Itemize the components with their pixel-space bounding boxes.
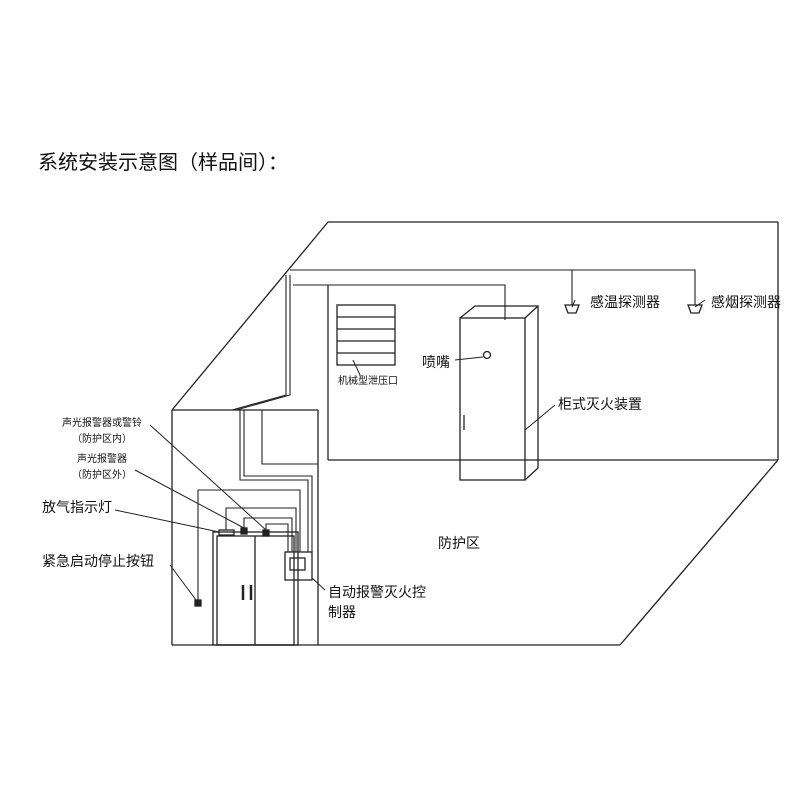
alarm-outside-label: 声光报警器 （防护区外） — [72, 452, 132, 484]
alarm-outside-label-1: 声光报警器 — [77, 454, 127, 465]
nozzle-label: 喷嘴 — [422, 355, 450, 371]
heat-detector-icon — [564, 304, 580, 314]
alarm-outside-label-2: （防护区外） — [72, 470, 132, 481]
pressure-relief-vent — [336, 304, 396, 366]
nozzle-icon — [482, 350, 492, 360]
controller-label-1: 自动报警灭火控 — [328, 585, 426, 601]
alarm-inside-label-1: 声光报警器或警铃 — [62, 418, 142, 429]
door — [212, 531, 299, 646]
emergency-button-label: 紧急启动停止按钮 — [42, 554, 154, 570]
heat-detector-label: 感温探测器 — [590, 295, 660, 311]
cabinet-label: 柜式灭火装置 — [558, 397, 642, 413]
wiring — [197, 269, 696, 600]
vent-label: 机械型泄压口 — [338, 376, 398, 387]
alarm-inside-icon — [262, 529, 270, 537]
protected-zone-label: 防护区 — [438, 536, 480, 552]
alarm-inside-label-2: （防护区内） — [72, 434, 132, 445]
discharge-light-label: 放气指示灯 — [42, 500, 112, 516]
page-title: 系统安装示意图（样品间）： — [38, 150, 288, 174]
smoke-detector-label: 感烟探测器 — [711, 295, 781, 311]
controller-label-2: 制器 — [328, 605, 356, 621]
discharge-light-icon — [218, 529, 235, 536]
alarm-outside-icon — [240, 527, 248, 535]
alarm-inside-label: 声光报警器或警铃 （防护区内） — [62, 416, 142, 448]
emergency-button-icon — [194, 599, 202, 607]
smoke-detector-icon — [687, 304, 703, 314]
cabinet-extinguisher — [459, 305, 539, 481]
controller-label: 自动报警灭火控 制器 — [328, 583, 426, 623]
leader-lines — [114, 299, 706, 601]
controller-box — [284, 551, 313, 581]
